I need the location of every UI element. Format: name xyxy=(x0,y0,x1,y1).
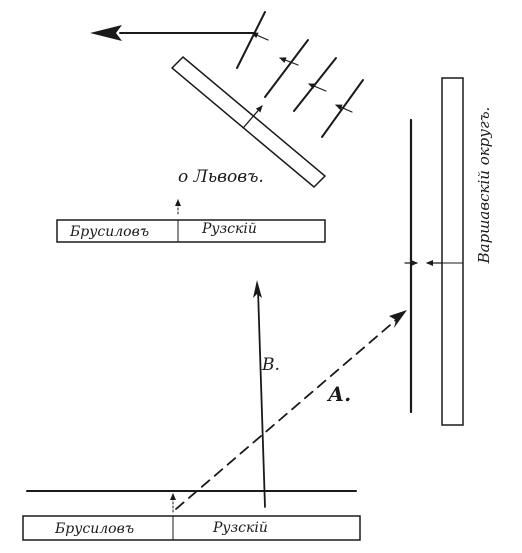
diagonal-army-block xyxy=(170,55,327,189)
westward-arrow xyxy=(90,25,256,41)
brusilov-top-label: Брусиловъ xyxy=(69,224,149,240)
lvov-label: о Львовъ. xyxy=(178,167,264,187)
enemy-front-hatching xyxy=(236,11,364,138)
front-block-bottom: Брусиловъ Рузскій xyxy=(22,493,361,541)
arrow-b-label: В. xyxy=(261,355,280,375)
brusilov-bottom-label: Брусиловъ xyxy=(54,521,134,537)
ruzsky-top-label: Рузскій xyxy=(201,221,257,237)
front-block-top: Брусиловъ Рузскій xyxy=(56,199,326,243)
arrow-a-label: А. xyxy=(326,382,351,406)
warsaw-front: Варшавскій округъ. xyxy=(404,77,493,426)
arrow-b: В. xyxy=(253,280,280,508)
arrow-a: А. xyxy=(175,310,407,510)
warsaw-district-label: Варшавскій округъ. xyxy=(475,107,493,265)
ruzsky-bottom-label: Рузскій xyxy=(212,520,268,536)
